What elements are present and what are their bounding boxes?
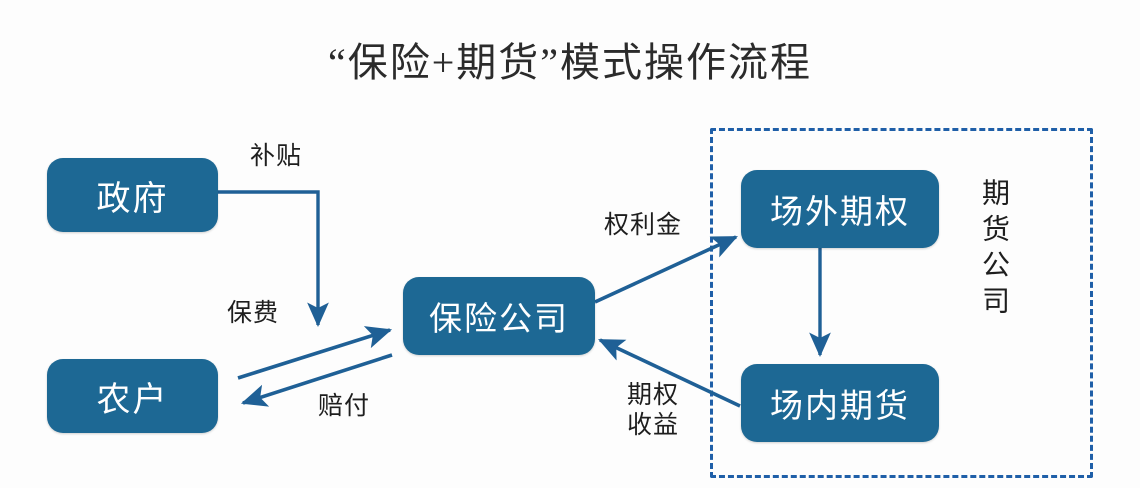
node-government-label: 政府 xyxy=(96,180,169,218)
node-otc-option[interactable]: 场外期权 xyxy=(741,170,939,248)
edge-label-option-income: 期权 收益 xyxy=(622,381,684,440)
node-farmer-label: 农户 xyxy=(96,381,169,419)
edge-label-option-fee: 权利金 xyxy=(604,212,683,239)
node-otc-option-label: 场外期权 xyxy=(770,195,910,231)
futures-company-group-label: 期货公司 xyxy=(978,178,1009,322)
node-insurance-company-label: 保险公司 xyxy=(429,302,569,338)
node-farmer[interactable]: 农户 xyxy=(47,359,218,433)
node-exchange-futures[interactable]: 场内期货 xyxy=(741,364,939,442)
node-insurance-company[interactable]: 保险公司 xyxy=(403,277,595,355)
edge-label-premium: 保费 xyxy=(227,300,280,327)
node-exchange-futures-label: 场内期货 xyxy=(770,389,910,425)
edge-label-subsidy: 补贴 xyxy=(250,143,303,170)
edge-label-option-income-line2: 收益 xyxy=(626,411,679,439)
edge-label-option-income-line1: 期权 xyxy=(626,382,679,409)
edge-label-indemnity: 赔付 xyxy=(318,393,371,420)
page-title: “保险+期货”模式操作流程 xyxy=(327,40,813,85)
node-government[interactable]: 政府 xyxy=(47,158,218,232)
edge-premium xyxy=(237,326,393,380)
